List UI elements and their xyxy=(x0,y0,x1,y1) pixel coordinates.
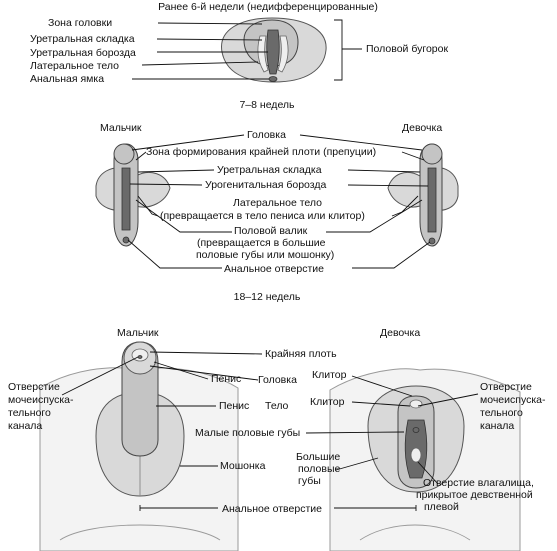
label-otverstie-left: Отверстие мочеиспуска- тельного канала xyxy=(8,381,74,432)
label-klitor-2: Клитор xyxy=(310,396,345,408)
bolshie-3: губы xyxy=(298,475,321,487)
s2-boy-figure xyxy=(95,143,171,247)
s2-leader-lines xyxy=(127,134,431,269)
label-analnaya-yamka: Анальная ямка xyxy=(30,73,104,85)
s3-leader-lines xyxy=(61,351,479,511)
label-zona-golovki: Зона головки xyxy=(48,17,112,29)
section-3-title: 18–12 недель xyxy=(234,291,301,303)
label-uretralnaya-skladka: Уретральная складка xyxy=(30,33,135,45)
label-zona-formirovaniya: Зона формирования крайней плоти (препуци… xyxy=(146,146,376,158)
label-lateralnoe-telo-note: (превращается в тело пениса или клитор) xyxy=(160,210,365,222)
otv-left-3: тельного xyxy=(8,407,51,419)
label-polovoy-bugorok: Половой бугорок xyxy=(366,43,448,55)
label-devochka-s2: Девочка xyxy=(402,122,442,134)
vlag-3: плевой xyxy=(424,501,459,513)
vlag-1: Отверстие влагалища, xyxy=(423,477,534,489)
label-lateralnoe-telo-s2: Латеральное тело xyxy=(233,197,322,209)
otv-right-4: канала xyxy=(480,420,514,432)
otv-right-1: Отверстие xyxy=(480,381,532,393)
section-2-title: 7–8 недель xyxy=(239,99,295,111)
label-klitor-1: Клитор xyxy=(312,369,347,381)
otv-right-3: тельного xyxy=(480,407,523,419)
label-kraynyaya-plot: Крайняя плоть xyxy=(265,348,337,360)
label-penis-1: Пенис xyxy=(211,373,241,385)
label-golovka-s3: Головка xyxy=(258,374,297,386)
otv-left-4: канала xyxy=(8,420,42,432)
label-otverstie-right: Отверстие мочеиспуска- тельного канала xyxy=(480,381,546,432)
s3-boy-figure xyxy=(39,341,239,551)
s3-girl-figure xyxy=(329,368,521,551)
label-devochka-s3: Девочка xyxy=(380,327,420,339)
label-penis-2: Пенис xyxy=(219,400,249,412)
section-1-title: Ранее 6-й недели (недифференцированные) xyxy=(158,1,378,13)
label-bolshie-guby: Большие половые губы xyxy=(296,451,341,487)
s2-girl-figure xyxy=(387,143,459,247)
label-urogenitalnaya-borozda: Урогенитальная борозда xyxy=(205,179,326,191)
label-malchik-s3: Мальчик xyxy=(117,327,159,339)
label-moshonka: Мошонка xyxy=(220,460,266,472)
label-analnoe-otverstie-s3: Анальное отверстие xyxy=(222,503,322,515)
label-polovoy-valik: Половой валик xyxy=(234,225,308,237)
label-golovka-s2: Головка xyxy=(247,129,286,141)
s1-leader-lines xyxy=(132,19,362,81)
label-analnoe-otverstie-s2: Анальное отверстие xyxy=(224,263,324,275)
label-polovoy-valik-note2: половые губы или мошонку) xyxy=(196,249,334,261)
undifferentiated-figure xyxy=(221,17,327,83)
vlag-2: прикрытое девственной xyxy=(416,489,533,501)
label-otverstie-vlagalishcha: Отверстие влагалища, прикрытое девственн… xyxy=(416,477,534,513)
label-telo: Тело xyxy=(265,400,289,412)
label-uretralnaya-borozda: Уретральная борозда xyxy=(30,47,136,59)
label-polovoy-valik-note1: (превращается в большие xyxy=(197,237,326,249)
bolshie-1: Большие xyxy=(296,451,340,463)
otv-left-2: мочеиспуска- xyxy=(8,394,74,406)
label-malchik-s2: Мальчик xyxy=(100,122,142,134)
label-uretralnaya-skladka-s2: Уретральная складка xyxy=(217,164,322,176)
otv-right-2: мочеиспуска- xyxy=(480,394,546,406)
bolshie-2: половые xyxy=(298,463,341,475)
otv-left-1: Отверстие xyxy=(8,381,60,393)
label-lateralnoe-telo: Латеральное тело xyxy=(30,60,119,72)
label-malye-guby: Малые половые губы xyxy=(195,427,300,439)
